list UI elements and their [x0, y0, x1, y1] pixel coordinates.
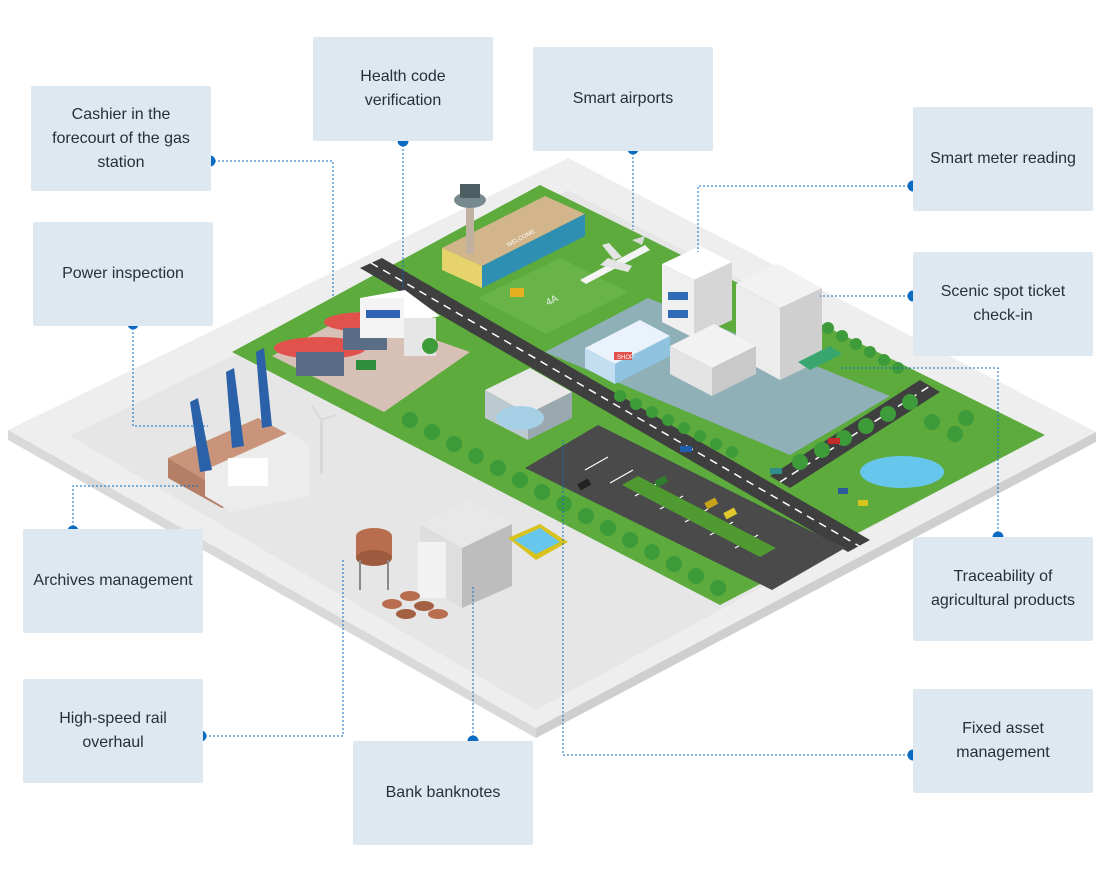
label-fixed-asset: Fixed asset management: [913, 689, 1093, 793]
cars: [680, 438, 868, 506]
label-scenic-ticket: Scenic spot ticket check-in: [913, 252, 1093, 356]
glass-pavilion: [485, 368, 572, 440]
label-power-inspection: Power inspection: [33, 222, 213, 326]
power-plant: [168, 348, 310, 512]
shop-sign: SHOP: [617, 355, 634, 361]
airport-terminal: WELCOME: [442, 184, 585, 288]
airplane: [580, 236, 650, 284]
wind-turbine: [311, 404, 337, 474]
label-agri-trace: Traceability of agricultural products: [913, 537, 1093, 641]
label-smart-airports: Smart airports: [533, 47, 713, 151]
label-rail-overhaul: High-speed rail overhaul: [23, 679, 203, 783]
airport-cart: [510, 288, 524, 297]
label-archives: Archives management: [23, 529, 203, 633]
connector-dot-health-code: [397, 135, 409, 147]
label-smart-meter: Smart meter reading: [913, 107, 1093, 211]
market-awning: [798, 346, 842, 370]
connector-lines: [72, 141, 999, 756]
shop: SHOP: [585, 320, 670, 384]
pond: [860, 456, 944, 488]
label-health-code: Health code verification: [313, 37, 493, 141]
storage-tanks: [356, 528, 448, 619]
label-bank-notes: Bank banknotes: [353, 741, 533, 845]
label-gas-cashier: Cashier in the forecourt of the gas stat…: [31, 86, 211, 191]
apron-marking: 4A: [544, 293, 560, 309]
bank-building: [418, 500, 568, 608]
gas-station: [274, 290, 440, 376]
trees: [402, 322, 974, 596]
parking-lot: [525, 425, 845, 590]
main-road: [360, 258, 870, 552]
